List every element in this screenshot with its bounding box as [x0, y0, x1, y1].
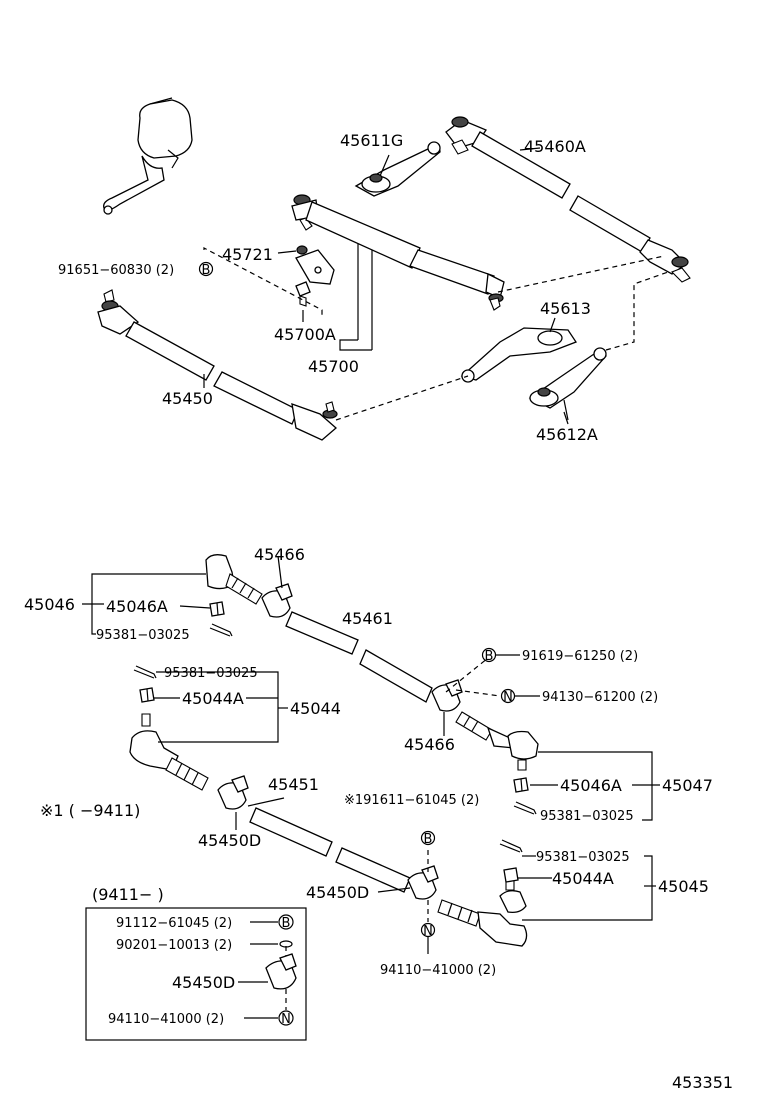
inset-label-91112: 91112−61045 (2)	[116, 916, 232, 931]
label-45044: 45044	[290, 699, 341, 718]
label-94130-61200: 94130−61200 (2)	[542, 690, 658, 705]
clamp-45466-upper	[261, 583, 293, 618]
top-leader-lines	[203, 147, 569, 425]
bottom-leader-lines	[82, 555, 660, 921]
svg-text:B: B	[485, 649, 494, 664]
label-45045: 45045	[658, 877, 709, 896]
label-45700A: 45700A	[274, 325, 336, 344]
label-91651-60830: 91651−60830 (2)	[58, 263, 174, 278]
inset-label-45450D: 45450D	[172, 973, 235, 992]
tie-rod-end-45044	[129, 665, 209, 791]
label-45451: 45451	[268, 775, 319, 794]
svg-text:N: N	[503, 690, 513, 705]
cotter-pin-d	[499, 839, 523, 853]
label-45450D-left: 45450D	[198, 831, 261, 850]
inset-label-94110: 94110−41000 (2)	[108, 1012, 224, 1027]
svg-text:N: N	[423, 924, 433, 939]
cotter-pin-a	[209, 623, 233, 637]
tie-rod-45460A	[445, 116, 691, 283]
inset-box: (9411− ) 91112−61045 (2) B 90201−10013 (…	[85, 885, 307, 1041]
label-45466-lower: 45466	[404, 735, 455, 754]
steering-gear-pitman-arm	[103, 97, 193, 215]
idler-arm-45613	[460, 317, 577, 383]
label-45047: 45047	[662, 776, 713, 795]
label-91619-61250: 91619−61250 (2)	[522, 649, 638, 664]
label-45460A: 45460A	[524, 137, 586, 156]
marker-b-91619: B	[481, 647, 520, 664]
marker-b-191611: B	[420, 830, 436, 847]
nut-45044A-lower	[503, 867, 519, 883]
tie-rod-45450	[97, 289, 338, 441]
label-45700: 45700	[308, 357, 359, 376]
label-45611G: 45611G	[340, 131, 403, 150]
marker-b-top: B	[198, 261, 214, 278]
relay-arm-45611G	[354, 141, 441, 197]
label-45044A-lower: 45044A	[552, 869, 614, 888]
svg-text:B: B	[202, 263, 211, 278]
label-45721: 45721	[222, 245, 273, 264]
marker-n-94110: N	[420, 922, 436, 954]
inset-label-90201: 90201−10013 (2)	[116, 938, 232, 953]
marker-n-94130: N	[500, 688, 540, 705]
inset-title: (9411− )	[92, 885, 164, 904]
clamp-45450D-left	[217, 775, 249, 810]
bracket-45721	[295, 245, 335, 307]
knuckle-arm-45612A	[528, 347, 607, 421]
svg-text:N: N	[281, 1012, 291, 1027]
svg-text:B: B	[282, 916, 291, 931]
label-45450D-right: 45450D	[306, 883, 369, 902]
nut-45046A	[209, 601, 225, 617]
label-45613: 45613	[540, 299, 591, 318]
adjusting-tube-45461	[285, 611, 433, 703]
label-45466-upper: 45466	[254, 545, 305, 564]
top-connector-lines	[203, 247, 669, 421]
label-45046: 45046	[24, 595, 75, 614]
clamp-45450D-right	[407, 865, 439, 900]
label-95381-b: 95381−03025	[164, 666, 258, 681]
tie-rod-end-45046	[205, 554, 263, 605]
figure-number: 453351	[672, 1073, 733, 1092]
svg-text:B: B	[424, 832, 433, 847]
label-note-1: ※1 ( −9411)	[40, 801, 140, 820]
label-45450: 45450	[162, 389, 213, 408]
drag-link-45700	[291, 194, 505, 311]
clamp-45466-lower	[431, 679, 463, 712]
label-45461: 45461	[342, 609, 393, 628]
adjusting-tube-45451	[249, 807, 411, 893]
label-95381-a: 95381−03025	[96, 628, 190, 643]
label-94110-41000: 94110−41000 (2)	[380, 963, 496, 978]
nut-45046A-lower	[513, 777, 529, 793]
label-95381-c: 95381−03025	[540, 809, 634, 824]
label-45044A: 45044A	[182, 689, 244, 708]
tie-rod-end-45047	[455, 711, 539, 771]
tie-rod-end-45045	[437, 879, 528, 947]
label-45612A: 45612A	[536, 425, 598, 444]
label-45046A-lower: 45046A	[560, 776, 622, 795]
label-191611-61045: ※191611−61045 (2)	[344, 793, 479, 808]
label-45046A: 45046A	[106, 597, 168, 616]
cotter-pin-c	[513, 801, 537, 815]
label-95381-d: 95381−03025	[536, 850, 630, 865]
